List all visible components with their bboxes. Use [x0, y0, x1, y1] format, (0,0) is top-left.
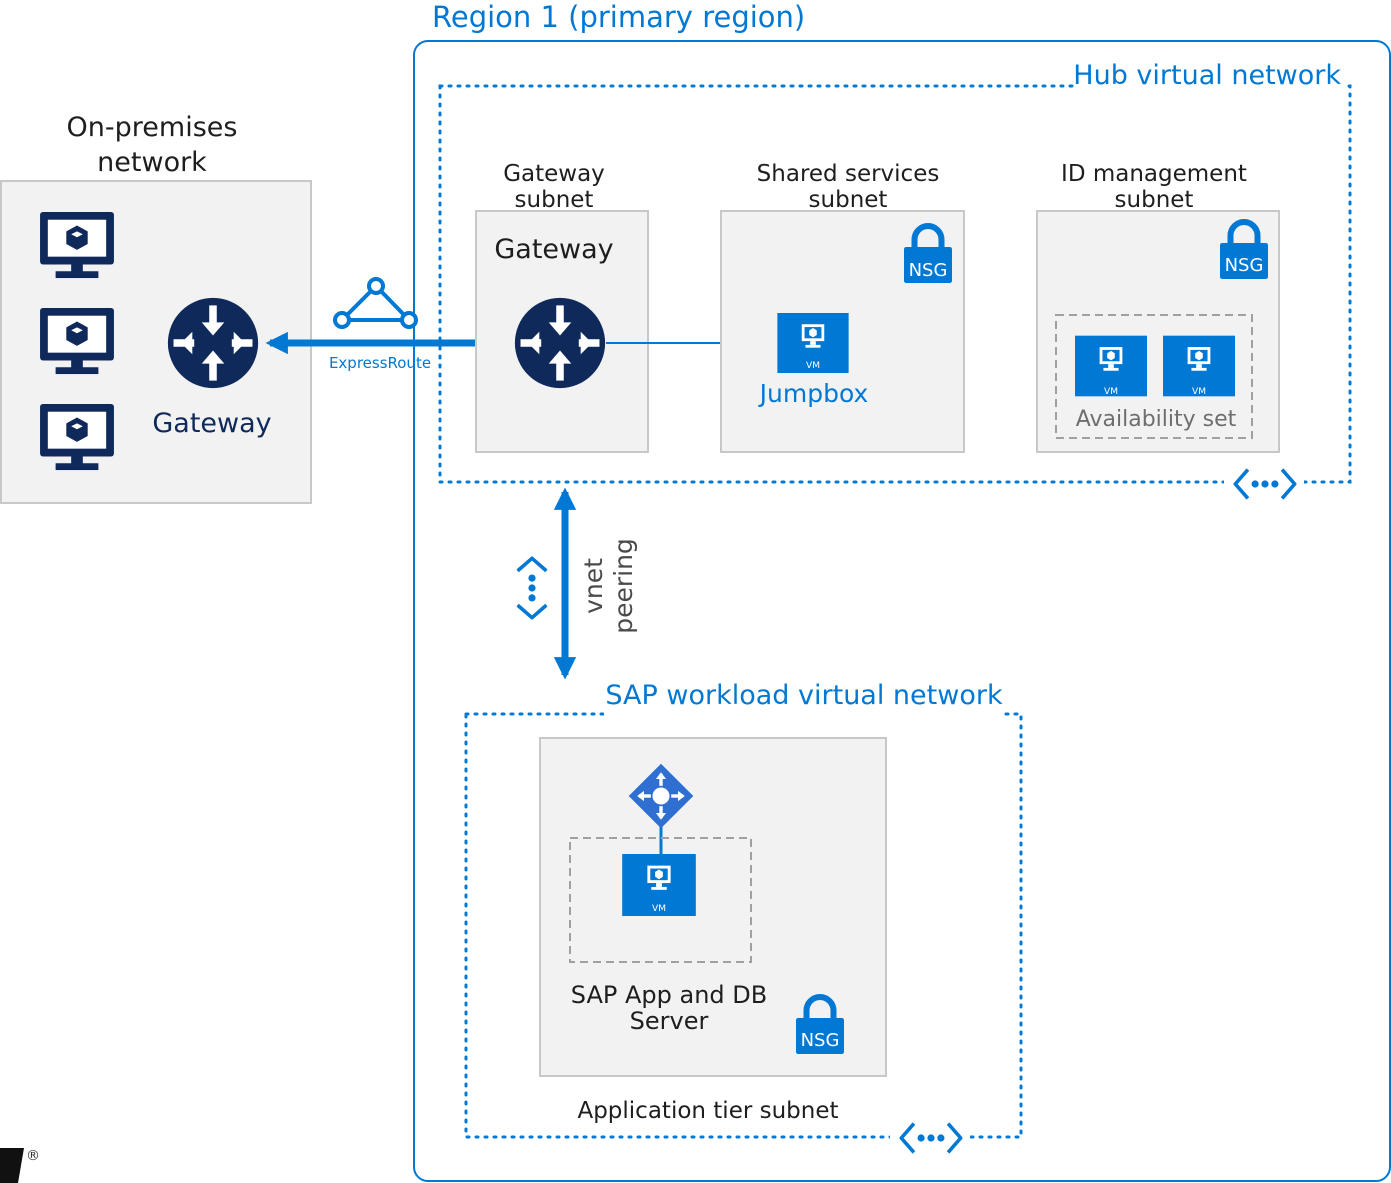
- gateway-subnet-inner-label: Gateway: [494, 234, 613, 265]
- sap-vm-badge: VM: [652, 904, 666, 914]
- shared-subnet-title-line2: subnet: [809, 187, 888, 213]
- app-tier-subnet-label: Application tier subnet: [577, 1098, 838, 1124]
- id-vm-badge: VM: [1192, 387, 1206, 397]
- id-vm-badge: VM: [1104, 387, 1118, 397]
- hub-gateway-router-icon: [514, 297, 606, 389]
- onprem-title-line2: network: [97, 147, 207, 178]
- onprem-title-line1: On-premises: [67, 112, 238, 143]
- gateway-subnet-title-line1: Gateway: [503, 161, 605, 187]
- hub-vnet-title: Hub virtual network: [1073, 60, 1341, 91]
- logo-registered-mark: ®: [26, 1148, 40, 1164]
- logo-mark: [0, 1148, 24, 1183]
- onprem-gateway-label: Gateway: [152, 408, 271, 439]
- jumpbox-label: Jumpbox: [758, 379, 869, 408]
- availability-set-label: Availability set: [1076, 407, 1237, 432]
- sap-nsg-label: NSG: [801, 1030, 840, 1051]
- region-boundary: [413, 40, 1391, 1182]
- availability-set-boundary: [1055, 314, 1253, 439]
- peering-label-line1: vnet: [579, 558, 608, 614]
- peering-label-line2: peering: [609, 538, 638, 634]
- peering-vnet-icon: [515, 556, 549, 620]
- region-title: Region 1 (primary region): [432, 0, 805, 34]
- onprem-gateway-router-icon: [167, 297, 259, 389]
- gateway-subnet-title-line2: subnet: [515, 187, 594, 213]
- id-nsg-label: NSG: [1225, 255, 1264, 276]
- id-subnet-title-line2: subnet: [1115, 187, 1194, 213]
- hub-vnet-boundary: [438, 84, 1352, 484]
- sap-server-label-line1: SAP App and DB: [571, 981, 767, 1009]
- shared-subnet-title-line1: Shared services: [757, 161, 940, 187]
- expressroute-icon: [333, 277, 418, 329]
- sap-availability-set-boundary: [569, 837, 752, 963]
- sap-vnet-title: SAP workload virtual network: [605, 680, 1003, 711]
- sap-server-label-line2: Server: [630, 1007, 709, 1035]
- expressroute-label: ExpressRoute: [329, 354, 431, 372]
- id-subnet-title-line1: ID management: [1061, 161, 1247, 187]
- jumpbox-vm-badge: VM: [806, 361, 820, 371]
- shared-nsg-label: NSG: [909, 260, 948, 281]
